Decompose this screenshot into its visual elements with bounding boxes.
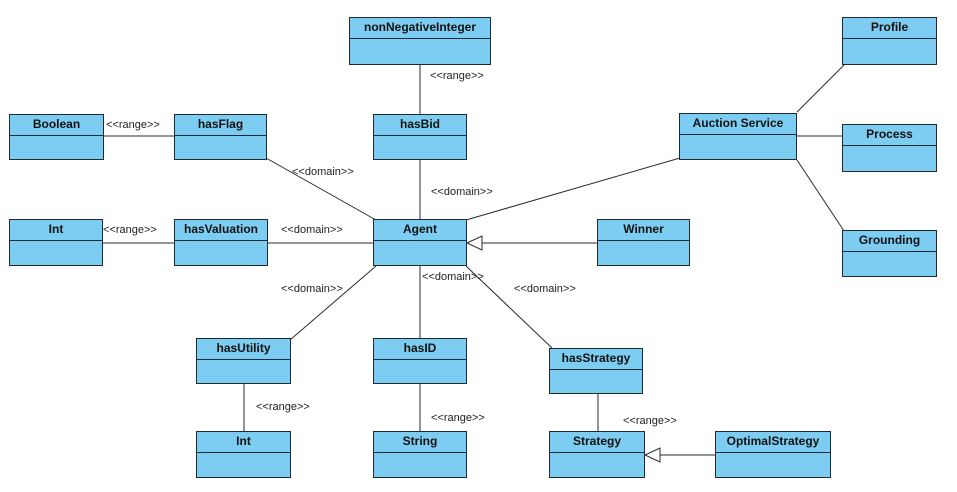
class-name: nonNegativeInteger bbox=[350, 18, 490, 39]
domain-label-flag: <<domain>> bbox=[292, 166, 354, 178]
class-boolean[interactable]: Boolean bbox=[9, 114, 104, 160]
service-profile-connector bbox=[796, 64, 845, 113]
class-name: Agent bbox=[374, 220, 466, 241]
class-name: Process bbox=[843, 125, 936, 146]
class-hasbid[interactable]: hasBid bbox=[373, 114, 467, 160]
domain-label-id: <<domain>> bbox=[422, 271, 484, 283]
class-name: Int bbox=[10, 220, 102, 241]
class-name: Auction Service bbox=[680, 114, 796, 135]
class-grounding[interactable]: Grounding bbox=[842, 230, 937, 277]
class-name: String bbox=[374, 432, 466, 453]
class-name: hasID bbox=[374, 339, 466, 360]
domain-label-strategy: <<domain>> bbox=[514, 283, 576, 295]
range-label-flag: <<range>> bbox=[106, 119, 160, 131]
class-name: hasBid bbox=[374, 115, 466, 136]
class-int-valuation[interactable]: Int bbox=[9, 219, 103, 266]
utility-agent-connector bbox=[289, 265, 377, 341]
class-nonnegativeinteger[interactable]: nonNegativeInteger bbox=[349, 17, 491, 65]
range-label-valuation: <<range>> bbox=[103, 224, 157, 236]
class-hasflag[interactable]: hasFlag bbox=[174, 114, 267, 160]
class-name: hasUtility bbox=[197, 339, 290, 360]
flag-agent-connector bbox=[265, 157, 377, 221]
domain-label-bid: <<domain>> bbox=[431, 186, 493, 198]
class-hasvaluation[interactable]: hasValuation bbox=[174, 219, 268, 266]
class-hasutility[interactable]: hasUtility bbox=[196, 338, 291, 384]
domain-label-valuation: <<domain>> bbox=[281, 224, 343, 236]
class-process[interactable]: Process bbox=[842, 124, 937, 172]
class-profile[interactable]: Profile bbox=[842, 17, 937, 65]
class-hasid[interactable]: hasID bbox=[373, 338, 467, 384]
class-name: hasValuation bbox=[175, 220, 267, 241]
service-agent-connector bbox=[465, 157, 681, 221]
strategy-agent-connector bbox=[465, 265, 553, 349]
class-name: Int bbox=[197, 432, 290, 453]
class-auction-service[interactable]: Auction Service bbox=[679, 113, 797, 160]
class-name: hasFlag bbox=[175, 115, 266, 136]
class-winner[interactable]: Winner bbox=[597, 219, 690, 266]
class-name: Winner bbox=[598, 220, 689, 241]
domain-label-utility: <<domain>> bbox=[281, 283, 343, 295]
class-name: Grounding bbox=[843, 231, 936, 252]
class-int-utility[interactable]: Int bbox=[196, 431, 291, 478]
range-label-strategy: <<range>> bbox=[623, 415, 677, 427]
range-label-bid: <<range>> bbox=[430, 70, 484, 82]
class-name: OptimalStrategy bbox=[716, 432, 830, 453]
class-hasstrategy[interactable]: hasStrategy bbox=[549, 348, 643, 394]
class-agent[interactable]: Agent bbox=[373, 219, 467, 266]
winner-generalization-arrow bbox=[465, 235, 483, 251]
range-label-id: <<range>> bbox=[431, 412, 485, 424]
range-label-utility: <<range>> bbox=[256, 401, 310, 413]
class-optimalstrategy[interactable]: OptimalStrategy bbox=[715, 431, 831, 478]
optimal-generalization-arrow bbox=[643, 447, 661, 463]
class-name: Boolean bbox=[10, 115, 103, 136]
class-strategy[interactable]: Strategy bbox=[549, 431, 645, 478]
class-string[interactable]: String bbox=[373, 431, 467, 478]
class-name: Strategy bbox=[550, 432, 644, 453]
class-name: Profile bbox=[843, 18, 936, 39]
class-name: hasStrategy bbox=[550, 349, 642, 370]
service-grounding-connector bbox=[796, 159, 845, 232]
